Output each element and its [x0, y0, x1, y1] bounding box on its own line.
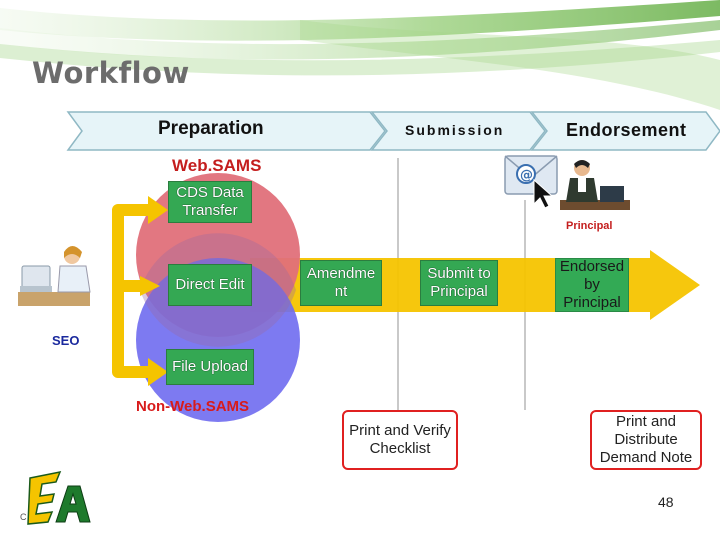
phase-endorsement-shape — [530, 111, 720, 151]
cds-data-transfer-box: CDS Data Transfer — [168, 181, 252, 223]
principal-label: Principal — [566, 220, 613, 232]
phase-preparation-label: Preparation — [158, 118, 264, 139]
header-stripes — [0, 0, 720, 110]
person-at-computer-icon — [18, 246, 91, 306]
svg-text:@: @ — [520, 168, 533, 183]
non-websams-label: Non-Web.SAMS — [136, 398, 250, 415]
amendment-box: Amendme nt — [300, 260, 382, 306]
phase-submission-shape — [370, 111, 546, 151]
print-verify-checklist-box: Print and Verify Checklist — [342, 410, 458, 470]
phase-preparation-shape — [66, 111, 386, 151]
websams-label: Web.SAMS — [172, 156, 262, 175]
phase-submission-label: Submission — [405, 122, 505, 138]
logo — [27, 470, 91, 525]
direct-edit-box: Direct Edit — [168, 264, 252, 306]
phase-endorsement-label: Endorsement — [566, 120, 687, 140]
page-title: Workflow — [32, 56, 190, 90]
print-distribute-demand-note-box: Print and Distribute Demand Note — [590, 410, 702, 470]
phase-bar — [66, 111, 720, 151]
principal-at-computer-icon — [560, 160, 630, 210]
file-upload-box: File Upload — [166, 349, 254, 385]
endorsed-by-principal-box: Endorsed by Principal — [555, 258, 629, 312]
submit-to-principal-box: Submit to Principal — [420, 260, 498, 306]
cursor-icon — [533, 178, 554, 209]
seo-label: SEO — [52, 333, 80, 348]
seo-bracket-arrows — [112, 204, 150, 378]
page-number: 48 — [658, 494, 674, 510]
email-icon: @ — [504, 155, 558, 195]
logo-small-letter: C — [20, 512, 27, 522]
